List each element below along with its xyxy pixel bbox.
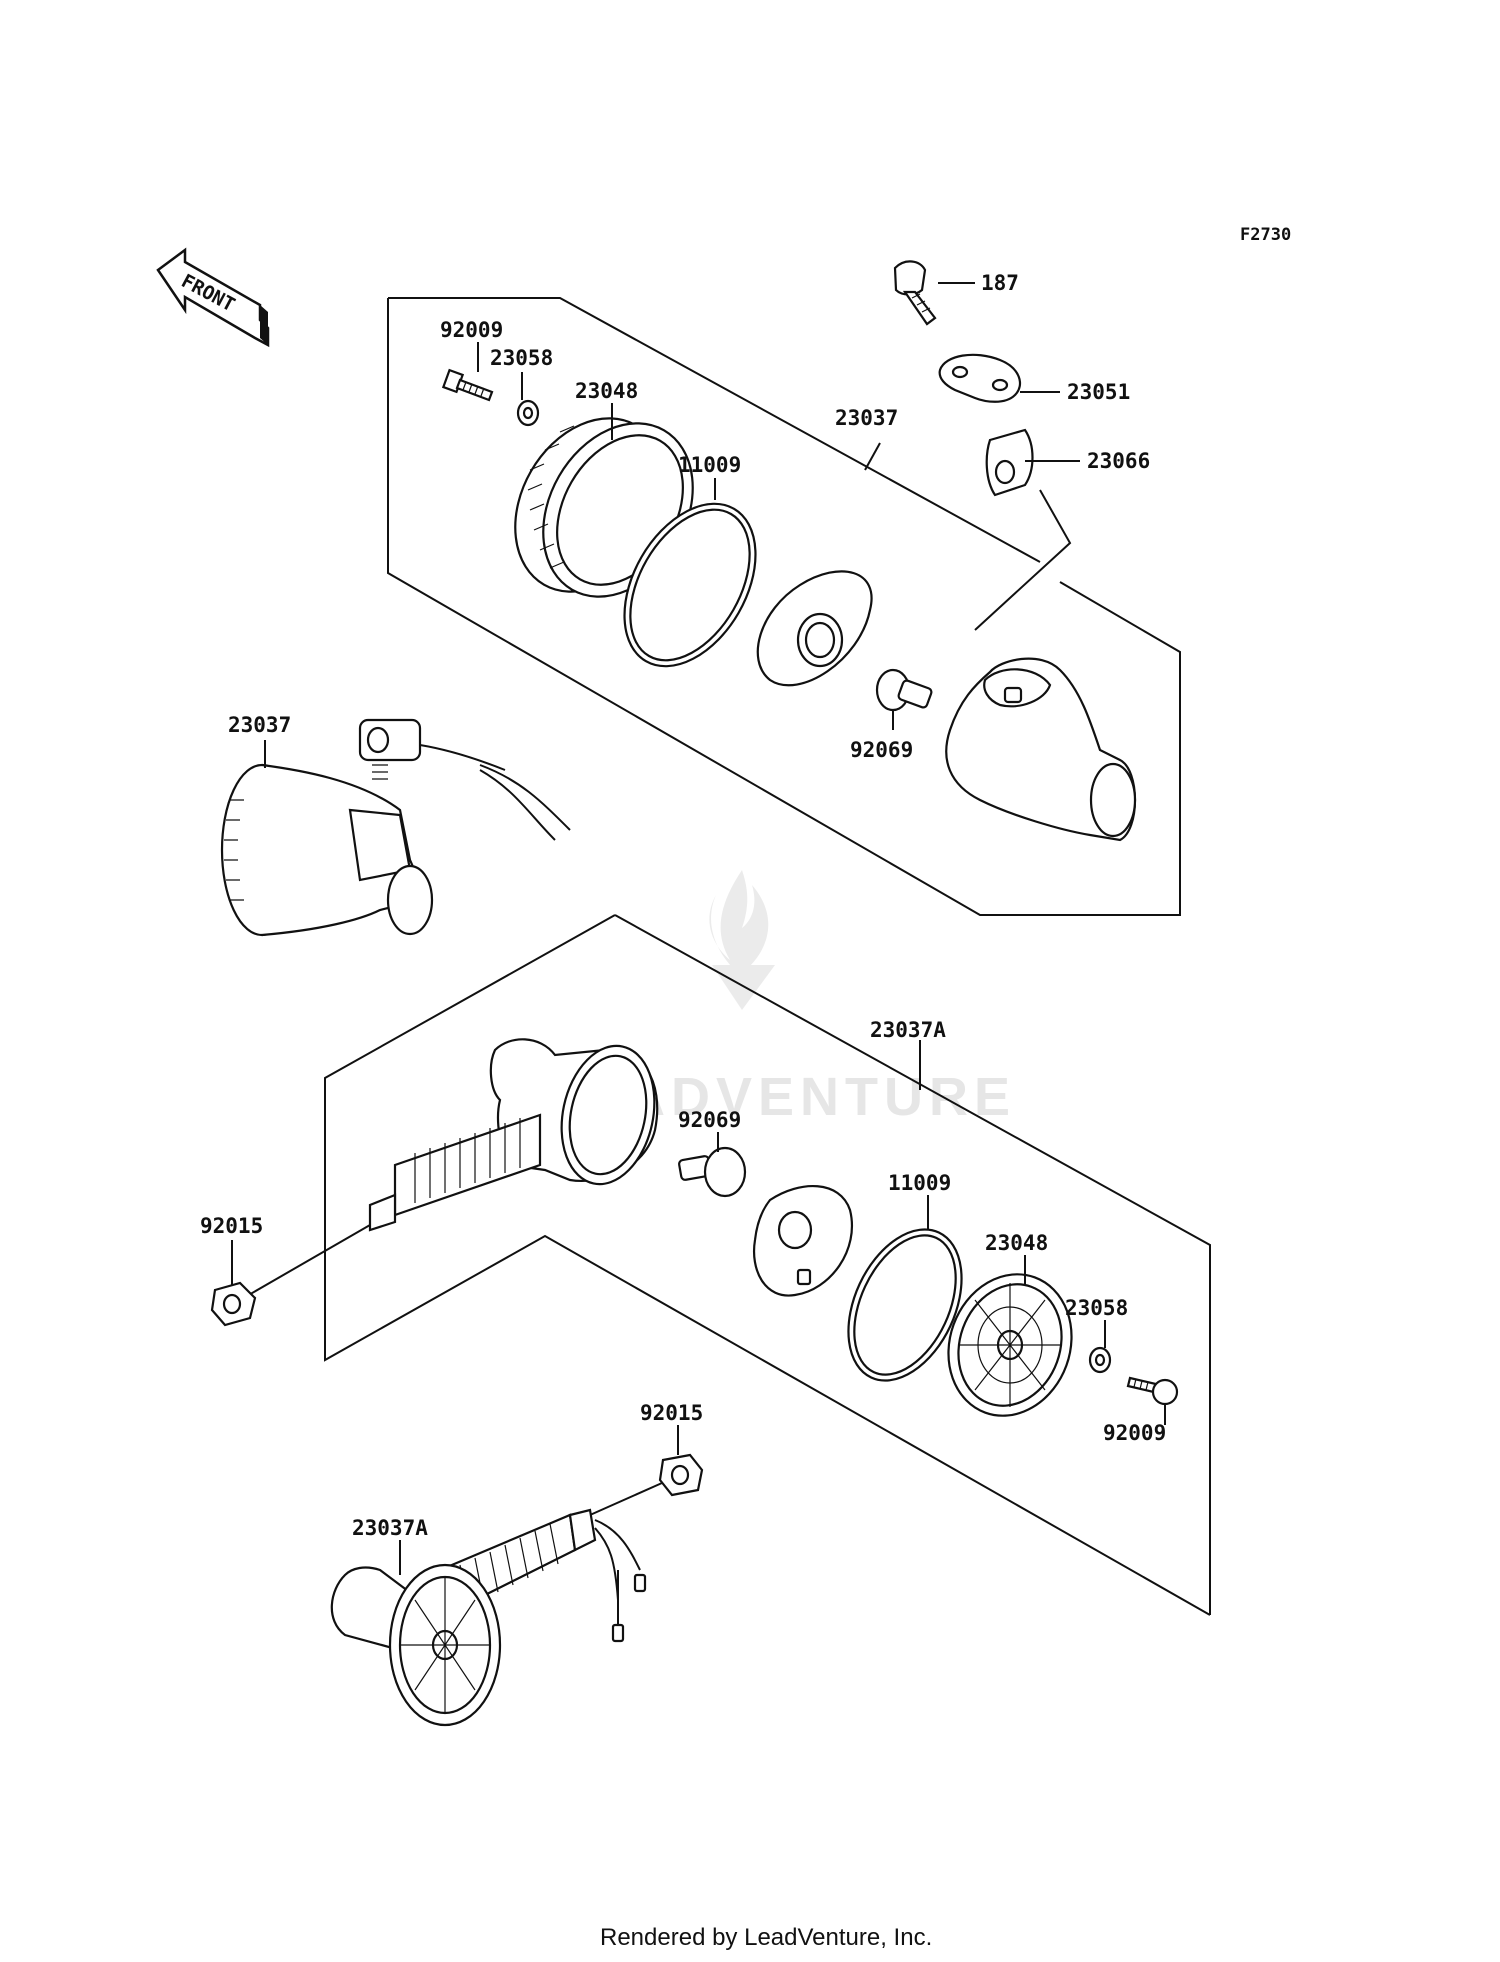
diagram-code: F2730 <box>1240 225 1291 245</box>
screw-92009-bottom <box>1126 1376 1179 1406</box>
callout-11009-top: 11009 <box>678 453 741 477</box>
bulb-92069-bottom <box>678 1146 747 1198</box>
callout-23048-bottom: 23048 <box>985 1231 1048 1255</box>
washer-23058-top <box>516 399 540 427</box>
callout-92069-top: 92069 <box>850 738 913 762</box>
reflector-plate-top <box>756 570 873 687</box>
callout-23066: 23066 <box>1087 449 1150 473</box>
signal-assembly-23037 <box>220 718 571 937</box>
bolt-187 <box>893 260 937 326</box>
nut-92015-left <box>210 1281 257 1327</box>
callout-11009-bottom: 11009 <box>888 1171 951 1195</box>
callout-23058-bottom: 23058 <box>1065 1296 1128 1320</box>
front-arrow-icon: FRONT <box>156 247 270 348</box>
leader-lines-top <box>477 282 1080 730</box>
callout-92015-bottom: 92015 <box>640 1401 703 1425</box>
assembly-box-23037A <box>324 914 1211 1616</box>
bulb-92069-top <box>875 668 933 712</box>
screw-92009-top <box>441 368 494 402</box>
gasket-11009-bottom <box>847 1228 963 1382</box>
signal-housing-bottom <box>239 1038 659 1301</box>
callout-187: 187 <box>981 271 1019 295</box>
callout-92009-bottom: 92009 <box>1103 1421 1166 1445</box>
callout-92015-left: 92015 <box>200 1214 263 1238</box>
nut-92015-bottom <box>589 1453 704 1516</box>
reflector-plate-bottom <box>752 1184 853 1297</box>
rubber-23066 <box>985 428 1034 497</box>
callout-23048-top: 23048 <box>575 379 638 403</box>
callout-23037A-box: 23037A <box>870 1018 946 1042</box>
callout-23058-top: 23058 <box>490 346 553 370</box>
callout-23051: 23051 <box>1067 380 1130 404</box>
washer-23058-bottom <box>1088 1346 1112 1374</box>
signal-assembly-23037A <box>330 1508 647 1727</box>
leader-lines-bottom <box>231 1040 1166 1455</box>
callout-92009-top: 92009 <box>440 318 503 342</box>
callout-23037A-side: 23037A <box>352 1516 428 1540</box>
callout-92069-bottom: 92069 <box>678 1108 741 1132</box>
callout-23037-side: 23037 <box>228 713 291 737</box>
lens-23048-bottom <box>947 1273 1073 1417</box>
callout-23037-box: 23037 <box>835 406 898 430</box>
signal-housing-top <box>945 657 1137 842</box>
clamp-23051 <box>938 353 1022 403</box>
gasket-11009-top <box>623 502 757 668</box>
assembly-box-23037 <box>387 297 1181 916</box>
footer-credit: Rendered by LeadVenture, Inc. <box>600 1924 932 1951</box>
